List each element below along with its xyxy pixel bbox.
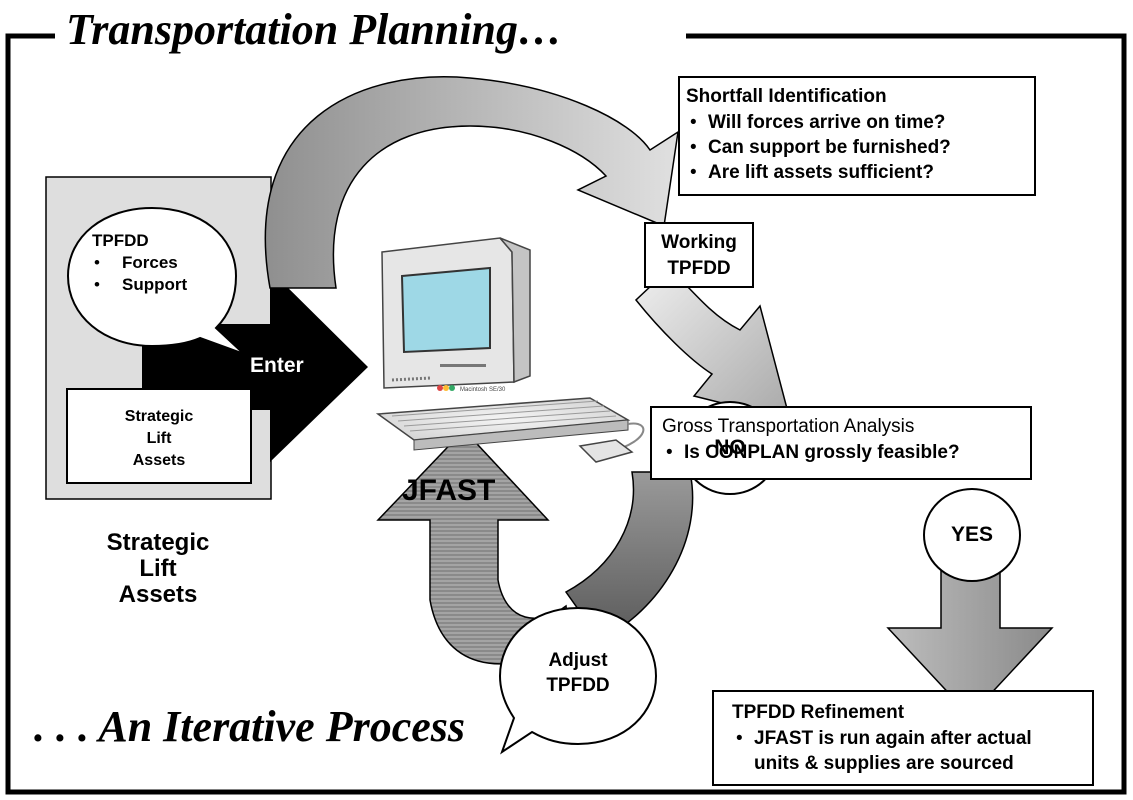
adjust-bubble xyxy=(498,606,658,755)
gross-analysis-title: Gross Transportation Analysis xyxy=(662,416,915,437)
shortfall-box: Shortfall Identification Will forces arr… xyxy=(678,76,1036,196)
working-line1: Working xyxy=(661,232,737,253)
shortfall-item: Will forces arrive on time? xyxy=(686,110,1034,135)
arc-arrow-to-shortfall xyxy=(264,76,679,289)
tpfdd-item: •Support xyxy=(94,275,188,294)
caption-line3: Assets xyxy=(118,581,198,608)
yes-arrow xyxy=(886,569,1054,718)
yes-label: YES xyxy=(950,523,994,546)
jfast-label: JFAST xyxy=(402,474,496,507)
working-line2: TPFDD xyxy=(667,258,731,279)
strategic-line1: Strategic xyxy=(124,408,194,425)
strategic-line2: Lift xyxy=(146,430,172,447)
adjust-text: Adjust TPFDD xyxy=(530,648,626,698)
tpfdd-item: •Forces xyxy=(94,253,178,272)
refinement-box: TPFDD Refinement JFAST is run again afte… xyxy=(712,690,1094,786)
tpfdd-bubble xyxy=(66,206,245,355)
refinement-title: TPFDD Refinement xyxy=(732,702,905,723)
tpfdd-bubble-text: TPFDD •Forces •Support xyxy=(92,230,187,296)
enter-label: Enter xyxy=(250,354,304,377)
shortfall-item: Are lift assets sufficient? xyxy=(686,160,1034,185)
adjust-line2: TPFDD xyxy=(546,675,610,696)
strategic-lift-box: Strategic Lift Assets xyxy=(66,388,252,484)
tpfdd-title: TPFDD xyxy=(92,231,149,250)
working-tpfdd-box: Working TPFDD xyxy=(644,222,754,288)
computer-brand-text: Macintosh SE/30 xyxy=(460,387,506,393)
adjust-line1: Adjust xyxy=(548,650,608,671)
computer-icon: Macintosh SE/30 xyxy=(375,237,645,463)
outer-frame xyxy=(5,33,1127,795)
page-footer-title: . . . An Iterative Process xyxy=(34,702,465,751)
shortfall-item: Can support be furnished? xyxy=(686,135,1034,160)
panel-caption: Strategic Lift Assets xyxy=(88,530,228,608)
enter-arrow xyxy=(142,270,368,462)
strategic-line3: Assets xyxy=(132,452,186,469)
page-title: Transportation Planning… xyxy=(66,5,562,54)
caption-line2: Lift xyxy=(139,555,177,582)
yes-circle xyxy=(923,488,1021,582)
arc-arrow-to-analysis xyxy=(634,266,792,422)
gross-analysis-list: Is CONPLAN grossly feasible? xyxy=(662,440,1030,465)
gross-analysis-box: Gross Transportation Analysis Is CONPLAN… xyxy=(650,406,1032,480)
shortfall-list: Will forces arrive on time? Can support … xyxy=(686,110,1034,185)
shortfall-title: Shortfall Identification xyxy=(686,86,887,107)
caption-line1: Strategic xyxy=(106,529,210,556)
no-label: NO xyxy=(714,436,746,459)
gross-analysis-item: Is CONPLAN grossly feasible? xyxy=(662,440,1030,465)
